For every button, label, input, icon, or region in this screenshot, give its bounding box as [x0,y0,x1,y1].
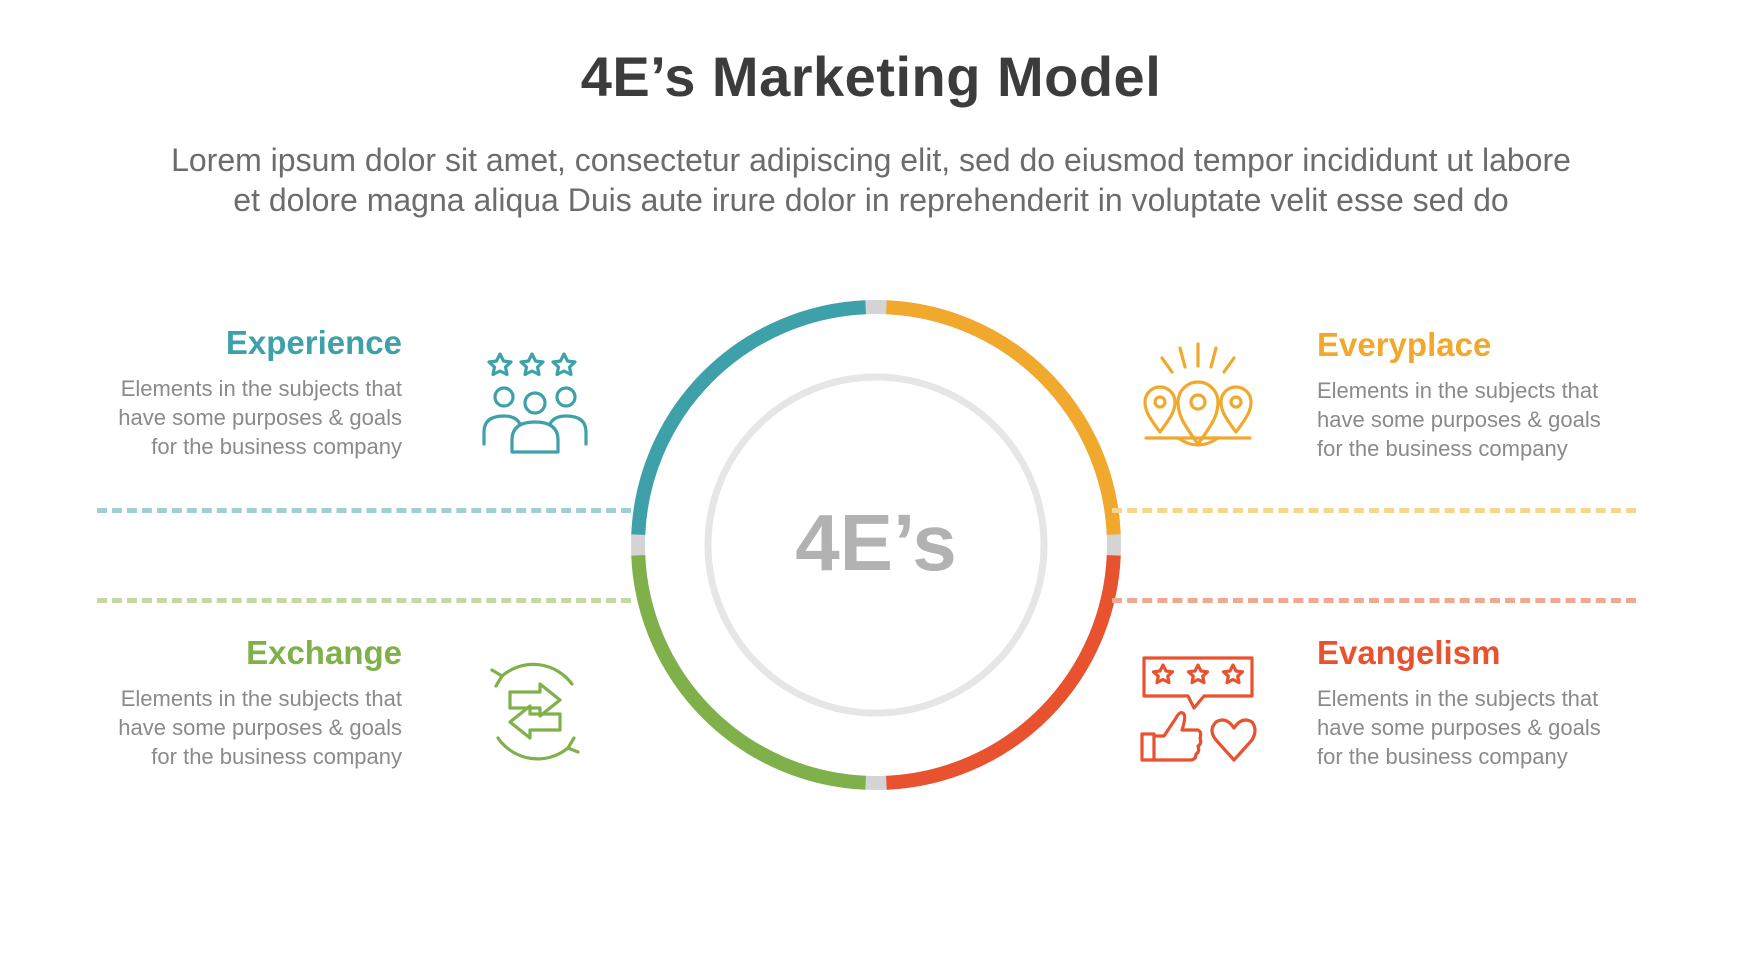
desc-line: Elements in the subjects that [1317,686,1599,711]
item-everyplace-title: Everyplace [1317,326,1492,363]
inner-ring [704,373,1048,717]
ring-track [631,300,1121,790]
desc-line: for the business company [1317,744,1568,769]
item-exchange-title: Exchange [246,634,402,671]
desc-line: have some purposes & goals [1317,715,1601,740]
dash-line-everyplace [1112,508,1636,513]
subtitle-line-1: Lorem ipsum dolor sit amet, consectetur … [171,142,1571,178]
item-evangelism-desc: Elements in the subjects that have some … [1317,684,1647,771]
item-evangelism-title: Evangelism [1317,634,1501,671]
ring-segment-exchange [631,555,866,790]
review-like-icon [1140,656,1257,762]
people-rating-icon [482,352,588,454]
desc-line: Elements in the subjects that [120,376,402,401]
item-everyplace-desc: Elements in the subjects that have some … [1317,376,1647,463]
desc-line: have some purposes & goals [1317,407,1601,432]
ring-segment-evangelism [886,555,1121,790]
item-evangelism: Evangelism Elements in the subjects that… [1317,634,1647,771]
subtitle-line-2: et dolore magna aliqua Duis aute irure d… [233,182,1509,218]
desc-line: have some purposes & goals [118,405,402,430]
item-experience-desc: Elements in the subjects that have some … [72,374,402,461]
dash-line-exchange [97,598,631,603]
ring-segment-everyplace [886,300,1121,535]
desc-line: for the business company [1317,436,1568,461]
item-everyplace: Everyplace Elements in the subjects that… [1317,326,1647,463]
desc-line: Elements in the subjects that [1317,378,1599,403]
desc-line: Elements in the subjects that [120,686,402,711]
page-subtitle: Lorem ipsum dolor sit amet, consectetur … [80,140,1662,220]
item-experience: Experience Elements in the subjects that… [72,324,402,461]
center-label: 4E’s [795,498,957,587]
exchange-arrows-icon [490,662,580,761]
desc-line: for the business company [151,434,402,459]
location-pins-icon [1143,342,1253,447]
item-exchange-desc: Elements in the subjects that have some … [72,684,402,771]
desc-line: for the business company [151,744,402,769]
item-exchange: Exchange Elements in the subjects that h… [72,634,402,771]
page-title: 4E’s Marketing Model [580,45,1162,108]
dash-line-evangelism [1112,598,1636,603]
desc-line: have some purposes & goals [118,715,402,740]
ring-segment-experience [631,300,866,535]
item-experience-title: Experience [225,324,402,361]
dash-line-experience [97,508,631,513]
